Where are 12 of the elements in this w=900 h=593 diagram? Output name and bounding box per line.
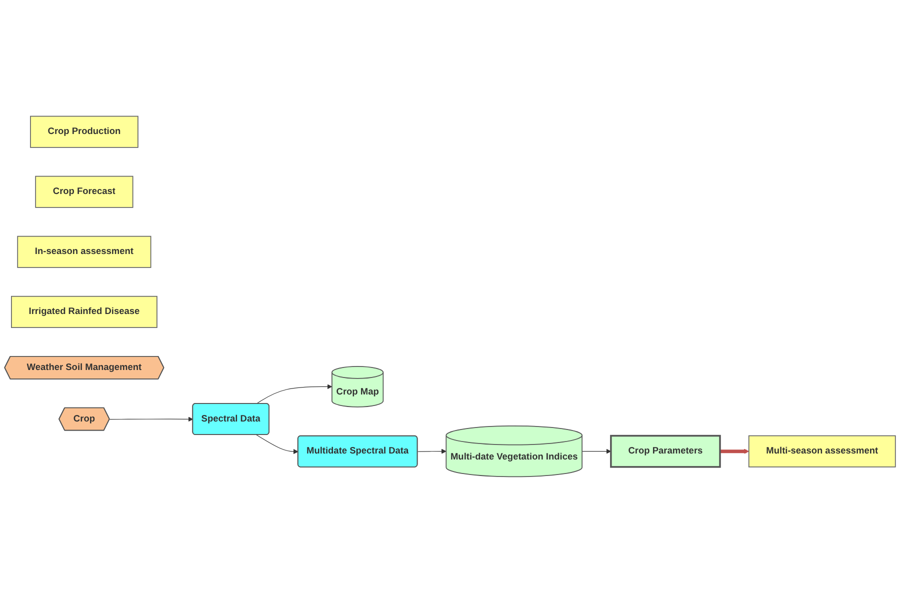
arrow xyxy=(720,448,750,454)
node-box: In-season assessment xyxy=(17,236,152,268)
node-box: Multi-season assessment xyxy=(748,435,896,468)
arrow xyxy=(256,384,332,404)
node-box: Irrigated Rainfed Disease xyxy=(11,296,158,328)
node-box: Crop Forecast xyxy=(35,176,134,208)
arrow xyxy=(417,448,446,454)
arrow xyxy=(582,448,612,454)
arrow xyxy=(109,416,194,422)
node-box: Crop Parameters xyxy=(610,434,721,468)
arrow xyxy=(256,434,298,454)
node-box: Crop Production xyxy=(30,116,138,148)
